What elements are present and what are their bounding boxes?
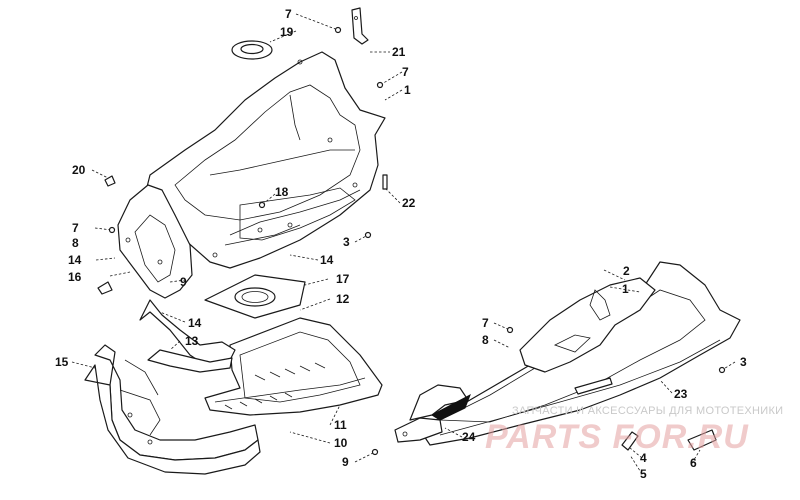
callout-7: 7 — [402, 65, 409, 79]
callout-6: 6 — [690, 456, 697, 470]
callout-16: 16 — [68, 270, 82, 284]
callout-13: 13 — [185, 334, 199, 348]
callout-7: 7 — [72, 221, 79, 235]
callout-9: 9 — [342, 455, 349, 469]
callout-8: 8 — [72, 236, 79, 250]
callout-17: 17 — [336, 272, 350, 286]
clip-20 — [104, 175, 116, 187]
callout-23: 23 — [674, 387, 688, 401]
watermark-logo: PARTS FOR.RU — [485, 418, 749, 456]
callout-4: 4 — [640, 451, 647, 465]
callout-5: 5 — [640, 467, 647, 481]
callout-3: 3 — [740, 355, 747, 369]
callout-9: 9 — [180, 275, 187, 289]
callout-15: 15 — [55, 355, 69, 369]
callout-18: 18 — [275, 185, 289, 199]
callout-7: 7 — [482, 316, 489, 330]
callout-14: 14 — [320, 253, 334, 267]
trim-23 — [574, 377, 613, 395]
rubber-grommet-ring — [231, 40, 273, 60]
mounting-bracket — [351, 7, 369, 45]
floor-gasket-plate — [204, 274, 306, 319]
callout-24: 24 — [462, 430, 476, 444]
callout-11: 11 — [334, 418, 347, 432]
callout-14: 14 — [188, 316, 202, 330]
callout-2: 2 — [623, 264, 630, 278]
callout-7: 7 — [285, 7, 292, 21]
side-panel-2 — [519, 277, 656, 373]
side-deflector — [139, 299, 236, 373]
callout-12: 12 — [336, 292, 350, 306]
callout-10: 10 — [334, 436, 348, 450]
front-nose-cone — [84, 344, 261, 475]
callout-labels: 7 19 21 7 1 20 18 22 7 8 3 14 14 16 9 17… — [55, 7, 747, 481]
left-side-shroud — [117, 184, 193, 299]
callout-1: 1 — [622, 282, 629, 296]
fasteners — [108, 26, 726, 456]
callout-8: 8 — [482, 333, 489, 347]
callout-19: 19 — [280, 25, 294, 39]
upper-console-panel — [144, 51, 386, 269]
callout-3: 3 — [343, 235, 350, 249]
callout-14: 14 — [68, 253, 82, 267]
watermark-tagline: ЗАПЧАСТИ И АКСЕССУАРЫ ДЛЯ МОТОТЕХНИКИ — [512, 405, 783, 417]
trim-6 — [687, 429, 717, 451]
callout-1: 1 — [404, 83, 411, 97]
callout-20: 20 — [72, 163, 86, 177]
rear-bracket — [394, 384, 471, 443]
callout-21: 21 — [392, 45, 406, 59]
trim-4 — [621, 431, 639, 451]
clip-16 — [97, 281, 113, 295]
watermark: ЗАПЧАСТИ И АКСЕССУАРЫ ДЛЯ МОТОТЕХНИКИ PA… — [485, 405, 783, 456]
belly-pan-lower — [204, 317, 383, 416]
callout-22: 22 — [402, 196, 416, 210]
